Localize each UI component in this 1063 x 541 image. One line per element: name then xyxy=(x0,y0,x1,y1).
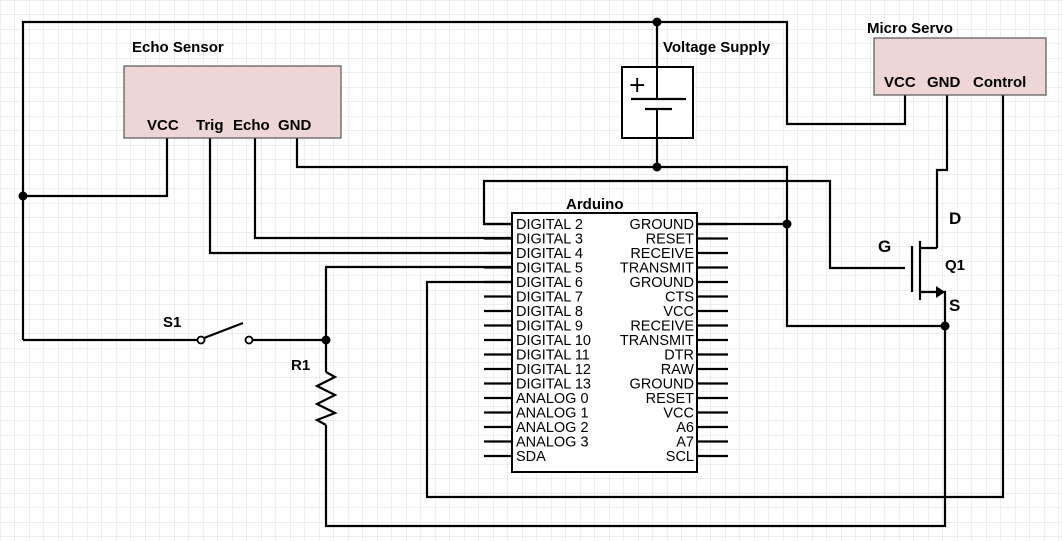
mosfet-arrow xyxy=(936,286,945,298)
arduino-left-pin-label: DIGITAL 2 xyxy=(516,217,583,233)
echo-pin-gnd: GND xyxy=(278,117,312,134)
arduino-left-pin-label: DIGITAL 7 xyxy=(516,290,583,306)
resistor-label: R1 xyxy=(291,357,310,374)
wire-digital-5 xyxy=(324,265,512,340)
arduino-left-pin-label: DIGITAL 10 xyxy=(516,333,591,349)
junctions xyxy=(18,17,950,345)
arduino-left-pin-label: DIGITAL 4 xyxy=(516,246,583,262)
arduino-right-pin-label: A7 xyxy=(676,435,694,451)
source-label: S xyxy=(949,296,960,315)
arduino-label: Arduino xyxy=(566,196,624,213)
servo-pin-vcc: VCC xyxy=(884,74,916,91)
junction-dot xyxy=(652,17,662,27)
arduino-right-pins: GROUNDRESETRECEIVETRANSMITGROUNDCTSVCCRE… xyxy=(620,217,694,465)
mosfet-q1: G D S Q1 xyxy=(878,209,965,326)
echo-pin-trig: Trig xyxy=(196,117,224,134)
arduino-right-pin-label: GROUND xyxy=(630,377,694,393)
arduino-left-pin-label: SDA xyxy=(516,449,546,465)
echo-sensor-box xyxy=(123,65,342,139)
arduino-left-pin-label: DIGITAL 9 xyxy=(516,319,583,335)
wire-trig xyxy=(208,138,512,255)
arduino-left-pin-label: ANALOG 1 xyxy=(516,406,589,422)
arduino-box xyxy=(511,212,698,473)
echo-sensor-module: Echo Sensor VCC Trig Echo GND xyxy=(123,39,342,139)
arduino-left-stubs xyxy=(484,222,512,458)
voltage-supply: + Voltage Supply xyxy=(621,39,771,139)
wire-r1-bottom xyxy=(324,326,947,528)
echo-sensor-label: Echo Sensor xyxy=(132,39,224,56)
switch-lever xyxy=(203,321,244,340)
switch-label: S1 xyxy=(163,314,181,331)
arduino-right-pin-label: RESET xyxy=(646,391,694,407)
arduino-left-pin-label: DIGITAL 13 xyxy=(516,377,591,393)
resistor-zigzag xyxy=(314,371,338,426)
arduino-left-pin-label: ANALOG 2 xyxy=(516,420,589,436)
wire-top-rail xyxy=(21,20,907,340)
arduino-right-pin-label: A6 xyxy=(676,420,694,436)
arduino-left-pin-label: DIGITAL 6 xyxy=(516,275,583,291)
micro-servo-label: Micro Servo xyxy=(867,20,953,37)
arduino-left-pin-label: DIGITAL 12 xyxy=(516,362,591,378)
arduino-right-pin-label: SCL xyxy=(666,449,694,465)
echo-pin-vcc: VCC xyxy=(147,117,179,134)
voltage-supply-label: Voltage Supply xyxy=(663,39,771,56)
junction-dot xyxy=(321,335,331,345)
arduino-right-pin-label: VCC xyxy=(663,406,694,422)
arduino-right-pin-label: GROUND xyxy=(630,217,694,233)
micro-servo-module: Micro Servo VCC GND Control xyxy=(867,20,1047,96)
servo-pin-gnd: GND xyxy=(927,74,961,91)
switch-s1: S1 xyxy=(163,314,254,345)
wire-ground-bus xyxy=(295,138,947,328)
arduino-left-pin-label: DIGITAL 8 xyxy=(516,304,583,320)
drain-label: D xyxy=(949,209,961,228)
resistor-r1: R1 xyxy=(291,357,338,426)
arduino-right-pin-label: RECEIVE xyxy=(630,246,694,262)
junction-dot xyxy=(782,219,792,229)
arduino-right-pin-label: TRANSMIT xyxy=(620,333,694,349)
micro-servo-box xyxy=(873,37,1047,96)
arduino-right-pin-label: RAW xyxy=(661,362,695,378)
wire-echo-vcc xyxy=(23,138,169,198)
arduino-right-pin-label: GROUND xyxy=(630,275,694,291)
switch-contact-left xyxy=(196,335,206,345)
echo-pin-echo: Echo xyxy=(233,117,270,134)
arduino-right-pin-label: DTR xyxy=(664,348,694,364)
arduino-left-pin-label: DIGITAL 11 xyxy=(516,348,590,364)
battery-plus-sign: + xyxy=(628,73,646,98)
gate-label: G xyxy=(878,237,891,256)
arduino-left-pin-label: DIGITAL 5 xyxy=(516,261,583,277)
arduino-left-pin-label: ANALOG 0 xyxy=(516,391,589,407)
transistor-label: Q1 xyxy=(945,257,965,274)
wire-echo xyxy=(253,138,512,240)
servo-pin-control: Control xyxy=(973,74,1026,91)
arduino-left-pin-label: ANALOG 3 xyxy=(516,435,589,451)
arduino-right-pin-label: RESET xyxy=(646,232,694,248)
wire-servo-control xyxy=(425,95,1005,499)
junction-dot xyxy=(18,191,28,201)
junction-dot xyxy=(652,162,662,172)
arduino-left-pin-label: DIGITAL 3 xyxy=(516,232,583,248)
arduino-right-pin-label: TRANSMIT xyxy=(620,261,694,277)
arduino-right-pin-label: VCC xyxy=(663,304,694,320)
wire-drain xyxy=(935,95,949,248)
switch-contact-right xyxy=(244,335,254,345)
arduino-right-pin-label: CTS xyxy=(665,290,694,306)
arduino-right-stubs xyxy=(697,222,728,458)
arduino-right-pin-label: RECEIVE xyxy=(630,319,694,335)
